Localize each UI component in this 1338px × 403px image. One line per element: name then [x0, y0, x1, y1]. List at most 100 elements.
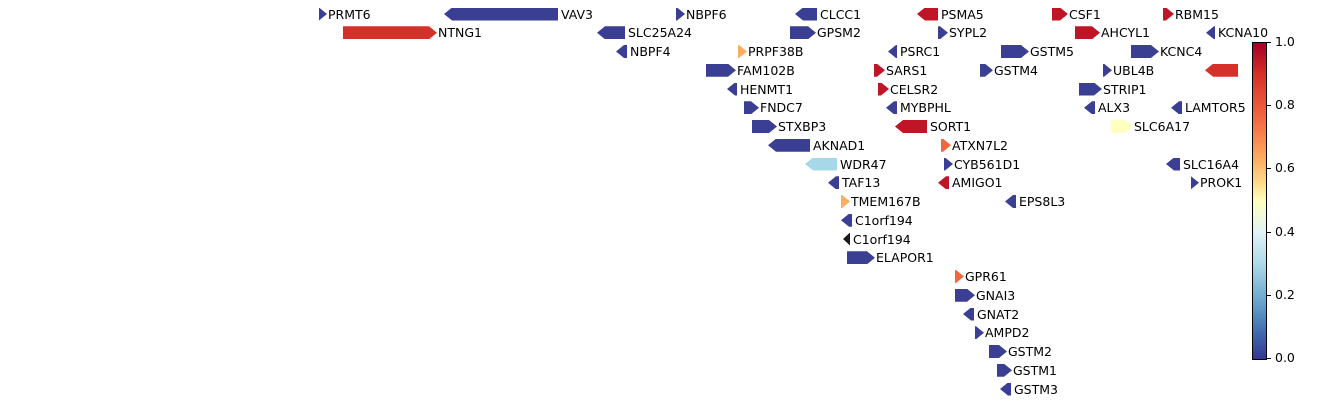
- gene-label: NTNG1: [438, 25, 482, 41]
- gene-feature[interactable]: GSTM5: [1001, 45, 1074, 58]
- gene-feature[interactable]: SYPL2: [938, 26, 987, 40]
- gene-feature[interactable]: SLC25A24: [597, 26, 692, 40]
- gene-label: AMPD2: [985, 325, 1030, 341]
- gene-arrow-forward-icon: [1079, 82, 1102, 96]
- gene-arrow-forward-icon: [847, 251, 875, 265]
- gene-label: PSRC1: [900, 44, 941, 59]
- gene-label: HENMT1: [740, 81, 794, 97]
- gene-feature[interactable]: TAF13: [828, 176, 880, 190]
- colorbar[interactable]: [1252, 42, 1267, 360]
- gene-feature[interactable]: AMPD2: [975, 325, 1030, 341]
- gene-feature[interactable]: GSTM1: [997, 362, 1057, 378]
- gene-feature[interactable]: ELAPOR1: [847, 250, 934, 266]
- gene-feature[interactable]: FAM102B: [706, 63, 795, 77]
- gene-label: SORT1: [930, 119, 972, 134]
- gene-feature[interactable]: C1orf194: [841, 212, 913, 228]
- gene-feature[interactable]: SARS1: [874, 62, 928, 78]
- gene-feature[interactable]: AKNAD1: [768, 137, 866, 153]
- gene-feature[interactable]: KCNA10: [1206, 26, 1268, 40]
- gene-feature[interactable]: NBPF4: [616, 45, 671, 58]
- gene-feature[interactable]: [1205, 63, 1241, 77]
- gene-feature[interactable]: HENMT1: [727, 81, 794, 97]
- gene-label: EPS8L3: [1019, 194, 1066, 209]
- gene-feature[interactable]: CLCC1: [795, 7, 861, 21]
- gene-feature[interactable]: C1orf194: [843, 232, 911, 246]
- gene-feature[interactable]: AMIGO1: [938, 175, 1003, 191]
- gene-feature[interactable]: EPS8L3: [1005, 195, 1065, 208]
- gene-feature[interactable]: TMEM167B: [841, 195, 921, 208]
- gene-arrow-forward-icon: [706, 63, 736, 77]
- colorbar-tick: [1266, 231, 1271, 233]
- gene-label: AMIGO1: [952, 175, 1003, 191]
- gene-arrow-reverse-icon: [917, 7, 938, 21]
- gene-arrow-forward-icon: [744, 101, 759, 115]
- gene-feature[interactable]: STXBP3: [752, 120, 826, 133]
- gene-feature[interactable]: PSMA5: [917, 6, 984, 22]
- gene-label: GNAI3: [976, 287, 1016, 303]
- gene-feature[interactable]: LAMTOR5: [1171, 100, 1246, 116]
- gene-label: FNDC7: [760, 100, 803, 116]
- gene-feature[interactable]: PRPF38B: [738, 45, 803, 58]
- colorbar-tick: [1266, 358, 1271, 359]
- gene-feature[interactable]: ALX3: [1084, 100, 1131, 116]
- gene-arrow-reverse-icon: [616, 45, 627, 58]
- gene-arrow-forward-icon: [1052, 7, 1068, 21]
- gene-feature[interactable]: CELSR2: [878, 81, 939, 97]
- gene-feature[interactable]: GNAI3: [955, 287, 1016, 303]
- gene-feature[interactable]: NBPF6: [676, 7, 727, 21]
- gene-feature[interactable]: PSRC1: [888, 45, 940, 58]
- gene-feature[interactable]: VAV3: [444, 6, 594, 22]
- gene-label: SLC6A17: [1134, 119, 1191, 134]
- gene-feature[interactable]: FNDC7: [744, 100, 803, 116]
- gene-feature[interactable]: STRIP1: [1079, 81, 1147, 97]
- gene-feature[interactable]: SORT1: [895, 120, 971, 133]
- gene-arrow-reverse-icon: [1005, 195, 1016, 208]
- gene-label: LAMTOR5: [1185, 100, 1246, 116]
- colorbar-tick-label: 1.0: [1275, 33, 1295, 49]
- gene-label: GSTM4: [994, 62, 1038, 78]
- gene-feature[interactable]: SLC16A4: [1166, 157, 1239, 171]
- gene-label: MYBPHL: [900, 100, 951, 116]
- gene-feature[interactable]: GPR61: [955, 270, 1007, 283]
- gene-label: C1orf194: [855, 212, 913, 228]
- gene-label: PSMA5: [941, 6, 984, 22]
- gene-feature[interactable]: RBM15: [1163, 7, 1219, 21]
- gene-label: CELSR2: [890, 81, 939, 97]
- gene-arrow-reverse-icon: [843, 232, 850, 246]
- gene-feature[interactable]: GSTM4: [980, 62, 1038, 78]
- colorbar-tick-label: 0.4: [1275, 223, 1295, 239]
- gene-feature[interactable]: PRMT6: [319, 7, 371, 21]
- gene-label: SARS1: [886, 62, 928, 78]
- gene-feature[interactable]: ATXN7L2: [941, 138, 1008, 152]
- gene-feature[interactable]: WDR47: [805, 157, 887, 171]
- gene-feature[interactable]: CSF1: [1052, 6, 1101, 22]
- gene-feature[interactable]: CYB561D1: [944, 157, 1020, 171]
- colorbar-gradient: [1253, 43, 1266, 359]
- gene-label: AKNAD1: [813, 137, 866, 153]
- gene-feature[interactable]: GPSM2: [790, 26, 861, 40]
- gene-label: GSTM1: [1013, 362, 1057, 378]
- colorbar-tick-label: 0.2: [1275, 286, 1295, 302]
- gene-feature[interactable]: NTNG1: [343, 25, 482, 41]
- gene-feature[interactable]: MYBPHL: [886, 100, 951, 116]
- gene-label: ELAPOR1: [876, 250, 934, 266]
- gene-feature[interactable]: GSTM3: [1000, 382, 1058, 396]
- gene-feature[interactable]: KCNC4: [1131, 45, 1202, 58]
- gene-label: KCNC4: [1160, 44, 1203, 59]
- gene-feature[interactable]: SLC6A17: [1111, 120, 1190, 133]
- gene-label: PROK1: [1200, 175, 1243, 191]
- gene-feature[interactable]: PROK1: [1191, 175, 1243, 191]
- colorbar-tick: [1266, 42, 1271, 43]
- gene-feature[interactable]: UBL4B: [1103, 63, 1154, 77]
- colorbar-tick-label: 0.0: [1275, 349, 1295, 365]
- gene-feature[interactable]: GNAT2: [963, 307, 1019, 321]
- gene-label: STRIP1: [1103, 81, 1147, 97]
- gene-arrow-reverse-icon: [895, 120, 927, 133]
- gene-label: ALX3: [1098, 100, 1131, 116]
- gene-label: VAV3: [561, 6, 594, 22]
- gene-arrow-forward-icon: [1103, 63, 1112, 77]
- gene-label: CSF1: [1069, 6, 1101, 22]
- gene-arrow-reverse-icon: [963, 307, 974, 321]
- gene-feature[interactable]: AHCYL1: [1075, 26, 1150, 40]
- gene-feature[interactable]: GSTM2: [989, 345, 1052, 358]
